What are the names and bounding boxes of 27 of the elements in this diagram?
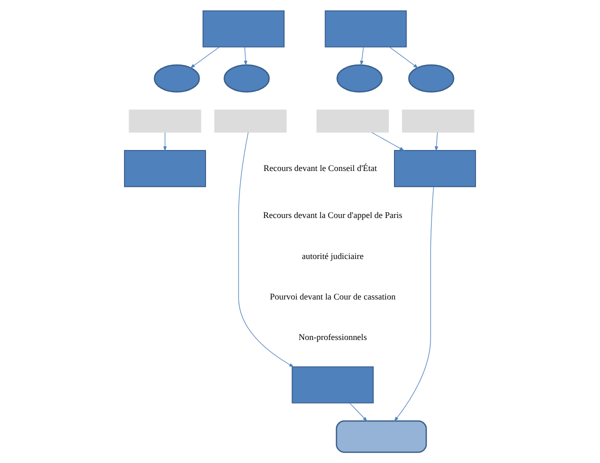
arrow [434, 132, 438, 152]
node-box [214, 110, 287, 133]
label: autorité judiciaire [302, 250, 364, 261]
node-box [324, 10, 407, 48]
node-box [336, 420, 427, 453]
label: Non-professionnels [298, 332, 367, 342]
node-box [394, 150, 476, 188]
node-box [128, 110, 202, 133]
label: Recours devant la Cour d'appel de Paris [263, 210, 402, 220]
arrow [238, 132, 294, 368]
node-box [124, 150, 206, 188]
node-box [292, 366, 374, 404]
arrow [190, 46, 220, 68]
arrow [389, 46, 418, 68]
arrow [244, 46, 248, 66]
node-box [202, 10, 285, 48]
node-ellipse [336, 64, 383, 92]
arrow [360, 46, 364, 66]
arrow [371, 132, 405, 151]
label: Pourvoi devant la Cour de cassation [270, 291, 396, 302]
node-ellipse [224, 64, 270, 92]
node-box [402, 110, 474, 133]
arrow [394, 186, 434, 422]
arrow [349, 402, 368, 422]
node-box [316, 110, 389, 133]
label: Recours devant le Conseil d'État [264, 162, 377, 173]
arrow [163, 132, 167, 152]
